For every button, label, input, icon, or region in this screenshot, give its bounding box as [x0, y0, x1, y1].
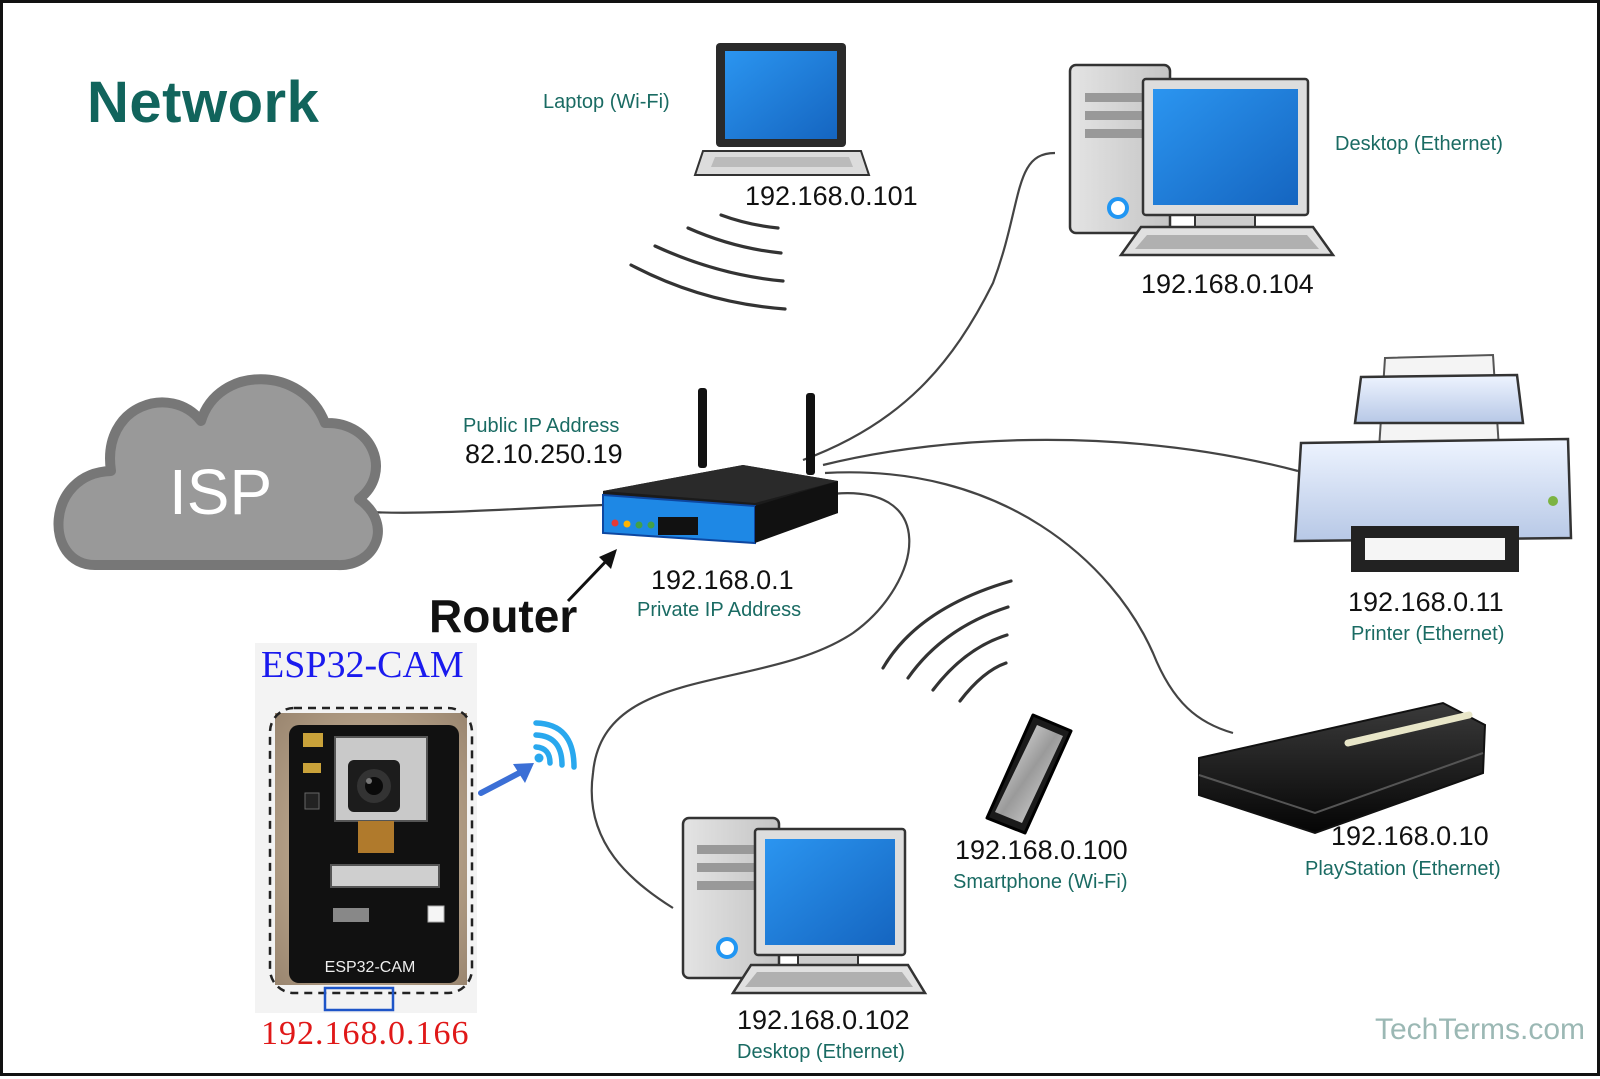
page-title: Network — [87, 70, 320, 135]
desktop-top-ip: 192.168.0.104 — [1141, 269, 1314, 299]
desktop-top-icon — [1068, 63, 1336, 257]
router-antenna-left — [698, 388, 707, 468]
wifi-waves-laptop — [629, 213, 787, 311]
techterms-watermark: TechTerms.com — [1374, 1013, 1585, 1046]
wifi-waves-smartphone — [881, 579, 1013, 703]
printer-caption: Printer (Ethernet) — [1351, 623, 1505, 645]
router-led-red — [611, 519, 619, 527]
laptop-ip: 192.168.0.101 — [745, 181, 918, 211]
printer-icon — [1293, 353, 1573, 572]
esp32-cam-photo: ESP32-CAM — [255, 643, 477, 1013]
router-private-ip-caption: Private IP Address — [637, 599, 802, 621]
cable-router-desktop-top — [802, 151, 1056, 462]
router-label: Router — [429, 590, 578, 642]
playstation-icon — [1198, 701, 1487, 835]
isp-label: ISP — [169, 456, 273, 528]
desktop-bottom-caption: Desktop (Ethernet) — [737, 1041, 905, 1063]
cable-router-desktop-bottom — [590, 492, 911, 909]
laptop-caption: Laptop (Wi-Fi) — [543, 91, 670, 113]
router — [602, 388, 838, 545]
desktop-top-caption: Desktop (Ethernet) — [1335, 133, 1503, 155]
smartphone-caption: Smartphone (Wi-Fi) — [953, 871, 1128, 893]
smartphone-ip: 192.168.0.100 — [955, 835, 1128, 865]
cable-router-printer — [822, 438, 1299, 473]
esp32-ip: 192.168.0.166 — [261, 1015, 470, 1052]
router-led-green-2 — [647, 521, 655, 529]
printer-ip: 192.168.0.11 — [1348, 587, 1504, 617]
cable-isp-router — [368, 503, 604, 514]
esp32-wifi-icon — [533, 720, 577, 770]
router-led-green-1 — [635, 521, 643, 529]
desktop-bottom-ip: 192.168.0.102 — [737, 1005, 910, 1035]
diagram-canvas: ESP32-CAM — [53, 43, 1573, 1013]
router-public-ip: 82.10.250.19 — [465, 439, 623, 469]
laptop-icon — [693, 43, 871, 176]
esp32-title: ESP32-CAM — [261, 644, 464, 686]
playstation-caption: PlayStation (Ethernet) — [1305, 858, 1501, 880]
network-cables — [368, 151, 1299, 909]
isp-cloud — [53, 374, 383, 571]
desktop-bottom-icon — [681, 816, 928, 995]
smartphone-icon — [985, 713, 1073, 835]
router-pointer-arrow — [566, 549, 617, 603]
router-private-ip: 192.168.0.1 — [651, 565, 794, 595]
esp32-wifi-arrow — [478, 763, 534, 796]
router-led-amber — [623, 520, 631, 528]
playstation-ip: 192.168.0.10 — [1331, 821, 1489, 851]
esp32-board-silkscreen: ESP32-CAM — [325, 959, 416, 976]
router-public-ip-caption: Public IP Address — [463, 415, 620, 437]
cable-router-playstation — [824, 471, 1234, 735]
router-antenna-right — [806, 393, 815, 475]
